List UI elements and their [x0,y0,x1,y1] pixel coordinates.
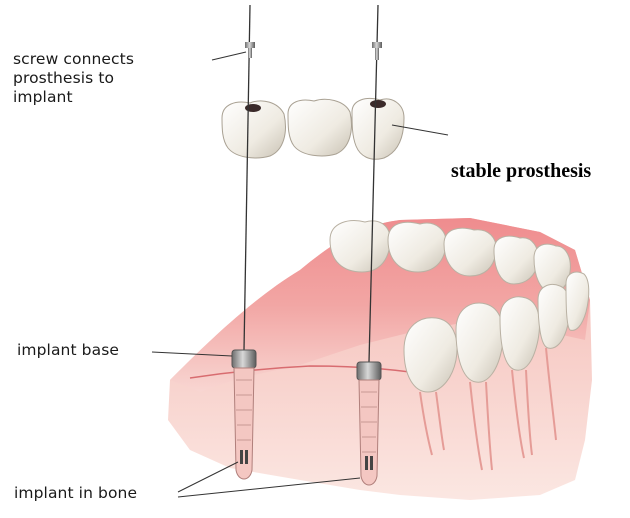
label-stable-prosthesis: stable prosthesis [451,160,591,183]
label-screw-line1: screw connects [13,50,134,69]
implant-right [357,362,381,485]
prosthesis-bridge [222,99,404,160]
implant-left [232,350,256,479]
label-implant-base: implant base [17,341,119,360]
label-implant-in-bone: implant in bone [14,484,137,503]
label-screw-line2: prosthesis to [13,69,114,88]
label-screw-line3: implant [13,88,73,107]
screw-right [372,42,382,60]
screw-left [245,42,255,58]
